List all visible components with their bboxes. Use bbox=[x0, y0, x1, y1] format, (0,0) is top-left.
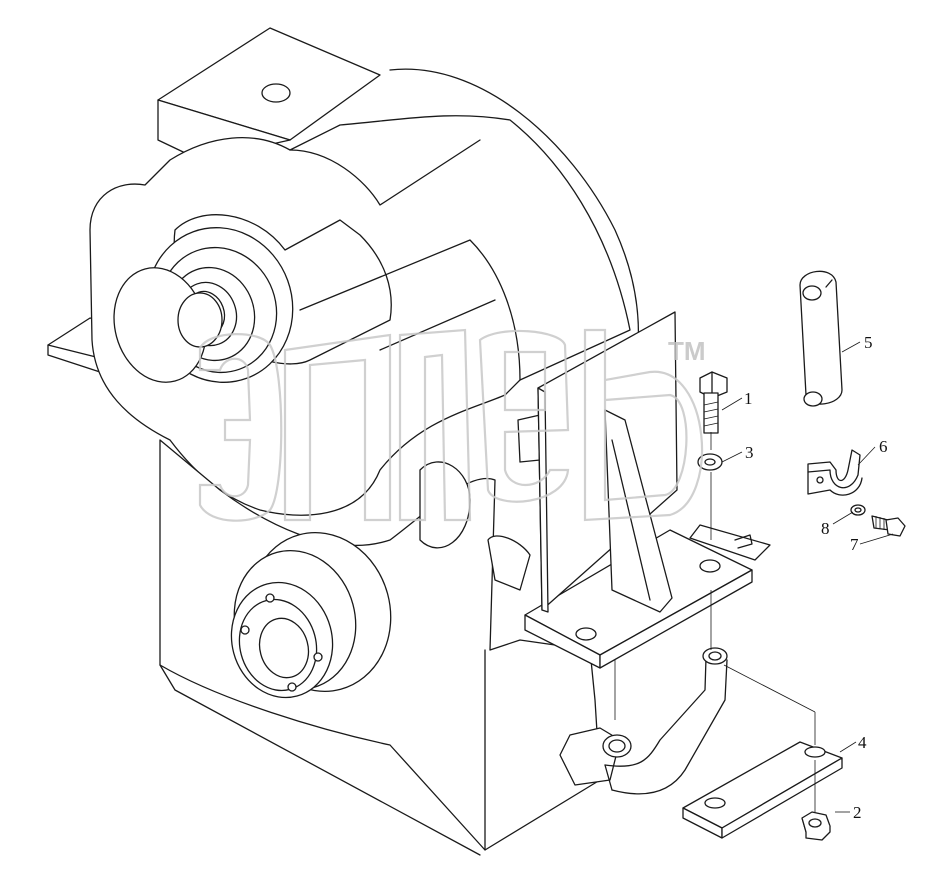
screw-part-7 bbox=[871, 515, 906, 537]
watermark-logo: TM bbox=[198, 328, 706, 522]
callout-5: 5 bbox=[864, 333, 873, 352]
bolt-part-1 bbox=[699, 371, 728, 434]
oil-pipe bbox=[604, 647, 728, 795]
callout-2: 2 bbox=[853, 803, 862, 822]
gearbox-housing bbox=[47, 27, 640, 856]
callout-4: 4 bbox=[858, 733, 867, 752]
callout-1: 1 bbox=[744, 389, 753, 408]
callout-8: 8 bbox=[821, 519, 830, 538]
mounting-bracket bbox=[524, 311, 771, 669]
plate-part-4 bbox=[682, 741, 843, 839]
callout-leaders bbox=[721, 341, 894, 813]
callout-7: 7 bbox=[850, 535, 859, 554]
watermark-trademark: TM bbox=[668, 336, 706, 366]
callout-3: 3 bbox=[745, 443, 754, 462]
nut-part-2 bbox=[801, 811, 831, 841]
washer-part-8 bbox=[850, 504, 866, 516]
cover-strip-part-5 bbox=[799, 270, 843, 407]
callout-6: 6 bbox=[879, 437, 888, 456]
clamp-part-6 bbox=[807, 449, 863, 496]
